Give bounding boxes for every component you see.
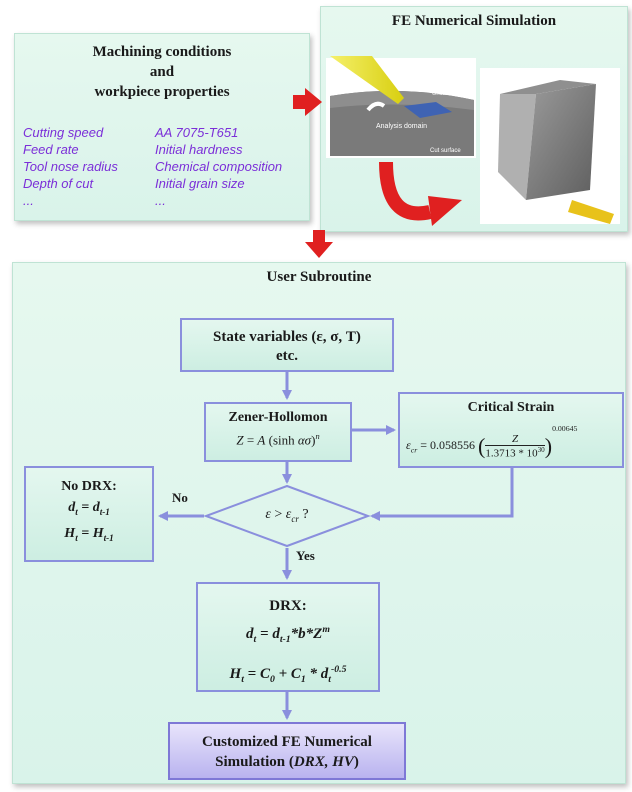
machining-conditions-panel: Machining conditions and workpiece prope… bbox=[14, 33, 310, 221]
param-depth-of-cut: Depth of cut bbox=[23, 176, 94, 191]
drx-hardness-equation: Ht = C0 + C1 * dt-0.5 bbox=[229, 664, 347, 685]
no-drx-title: No DRX: bbox=[61, 479, 117, 494]
no-drx-hardness-equation: Ht = Ht-1 bbox=[64, 525, 114, 543]
prop-initial-grain-size: Initial grain size bbox=[155, 176, 245, 191]
machining-title-line2: and bbox=[149, 64, 175, 80]
param-ellipsis-left: ... bbox=[23, 193, 34, 208]
critical-coef: 0.058556 bbox=[430, 438, 476, 452]
red-arrow-down bbox=[305, 230, 333, 258]
critical-denominator-exp: 30 bbox=[537, 445, 545, 454]
final-line2-italic: DRX, HV bbox=[293, 754, 354, 770]
machining-title-line1: Machining conditions bbox=[92, 44, 232, 60]
decision-no-label: No bbox=[172, 490, 188, 505]
final-line1: Customized FE Numerical bbox=[202, 734, 372, 750]
prop-material: AA 7075-T651 bbox=[155, 125, 239, 140]
label-uncut-surface: Uncut surface bbox=[432, 91, 470, 97]
machining-title-line3: workpiece properties bbox=[94, 84, 230, 100]
zener-hollomon-box: Zener-Hollomon Z = A (sinh ασ)n bbox=[204, 402, 352, 462]
no-drx-box: No DRX: dt = dt-1 Ht = Ht-1 bbox=[24, 466, 154, 562]
red-arrow-right bbox=[293, 88, 322, 116]
label-analysis-domain: Analysis domain bbox=[376, 123, 427, 130]
decision-diamond bbox=[203, 484, 371, 548]
label-cut-surface: Cut surface bbox=[430, 148, 461, 154]
flow-connectors bbox=[158, 372, 514, 720]
fe-simulation-title: FE Numerical Simulation bbox=[391, 13, 557, 29]
state-variables-line1: State variables (ε, σ, T) bbox=[213, 329, 361, 345]
drx-box: DRX: dt = dt-1*b*Zm Ht = C0 + C1 * dt-0.… bbox=[196, 582, 380, 692]
customized-simulation-box: Customized FE Numerical Simulation (DRX,… bbox=[168, 722, 406, 780]
simulation-image-tool bbox=[480, 68, 620, 224]
critical-exponent: 0.00645 bbox=[552, 424, 578, 433]
param-tool-nose-radius: Tool nose radius bbox=[23, 159, 118, 174]
critical-strain-equation: εcr = 0.058556 ( Z 1.3713 * 1030 )0.0064… bbox=[406, 424, 578, 460]
state-variables-box: State variables (ε, σ, T) etc. bbox=[180, 318, 394, 372]
no-drx-grain-equation: dt = dt-1 bbox=[68, 500, 110, 517]
user-subroutine-title: User Subroutine bbox=[266, 269, 372, 285]
prop-initial-hardness: Initial hardness bbox=[155, 142, 243, 157]
param-feed-rate: Feed rate bbox=[23, 142, 79, 157]
final-line2-prefix: Simulation ( bbox=[215, 754, 294, 770]
critical-denominator: 1.3713 * 10 bbox=[485, 447, 538, 460]
final-line2: Simulation (DRX, HV) bbox=[170, 752, 404, 772]
state-variables-line2: etc. bbox=[275, 348, 299, 364]
zener-hollomon-title: Zener-Hollomon bbox=[228, 410, 328, 425]
drx-grain-equation: dt = dt-1*b*Zm bbox=[246, 624, 330, 645]
curved-red-arrow bbox=[379, 161, 462, 226]
decision-yes-label: Yes bbox=[296, 548, 315, 563]
drx-title: DRX: bbox=[269, 598, 307, 614]
prop-chemical-composition: Chemical composition bbox=[155, 159, 283, 174]
zener-hollomon-equation: Z = A (sinh ασ)n bbox=[236, 431, 320, 448]
decision-condition: ε > εcr ? bbox=[265, 507, 309, 524]
final-line2-suffix: ) bbox=[353, 754, 359, 770]
simulation-image-workpiece: Uncut surface Analysis domain Cut surfac… bbox=[326, 56, 476, 158]
critical-strain-box: Critical Strain εcr = 0.058556 ( Z 1.371… bbox=[398, 392, 624, 468]
param-cutting-speed: Cutting speed bbox=[23, 125, 104, 140]
prop-ellipsis-right: ... bbox=[155, 193, 166, 208]
arrow-critical-to-decision bbox=[370, 468, 514, 521]
critical-strain-title: Critical Strain bbox=[467, 400, 555, 415]
